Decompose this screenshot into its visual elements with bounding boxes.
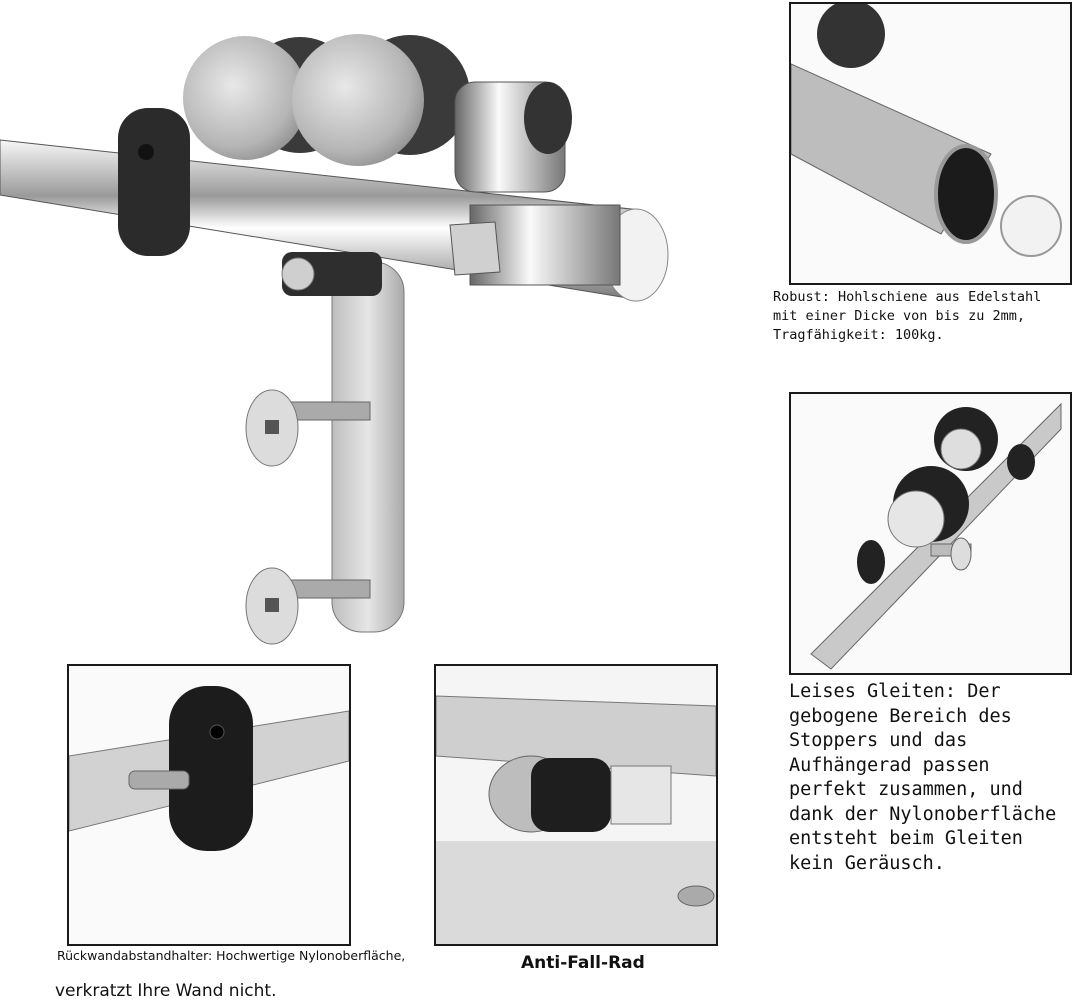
caption-rueckwand-line1: Rückwandabstandhalter: Hochwertige Nylon… bbox=[57, 948, 406, 963]
main-product-image bbox=[0, 0, 700, 660]
detail-image-wheels bbox=[789, 392, 1072, 675]
detail-image-anti-fall-wheel bbox=[434, 664, 718, 946]
caption-rueckwand-line2: verkratzt Ihre Wand nicht. bbox=[55, 981, 277, 1001]
caption-leises-gleiten: Leises Gleiten: Der gebogene Bereich des… bbox=[789, 681, 1057, 874]
detail-image-hollow-rail bbox=[789, 2, 1072, 285]
caption-anti-fall: Anti-Fall-Rad bbox=[521, 953, 645, 973]
caption-robust: Robust: Hohlschiene aus Edelstahl mit ei… bbox=[773, 289, 1042, 343]
detail-image-stopper bbox=[67, 664, 351, 946]
